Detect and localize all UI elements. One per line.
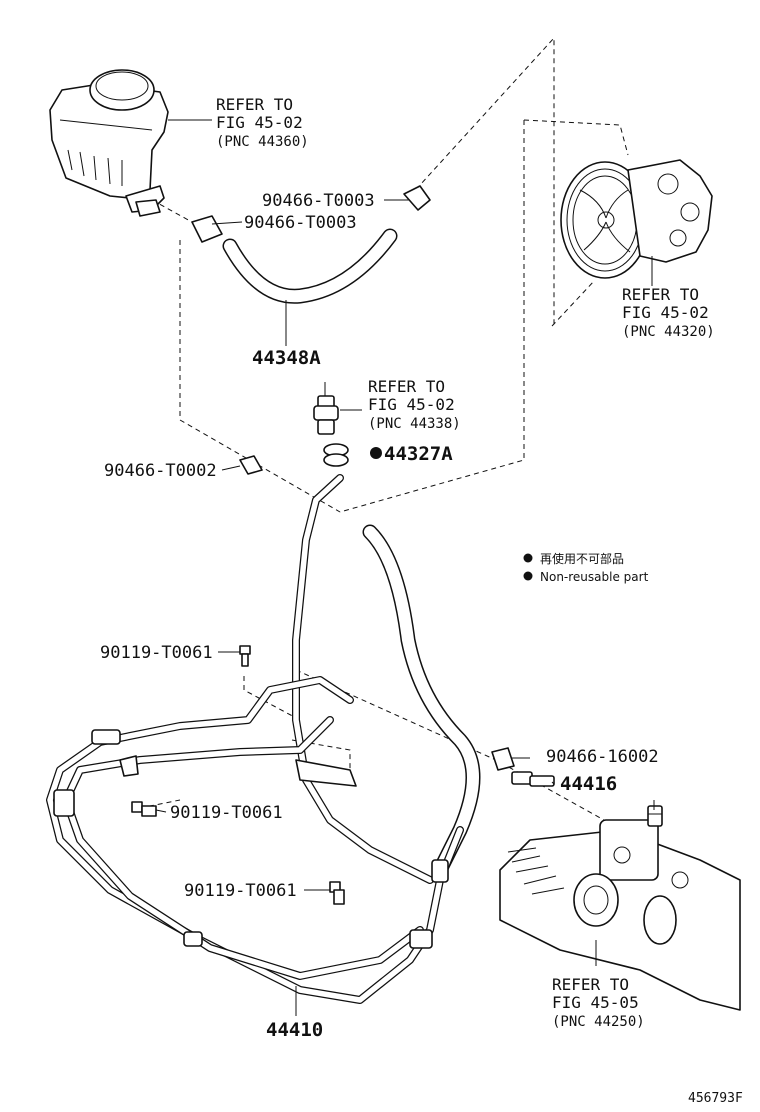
leader-lines	[155, 119, 653, 1016]
label-clamp-upper-left: 90466-T0003	[244, 213, 357, 233]
return-hose	[362, 524, 481, 878]
ref-gear-pnc: (PNC 44250)	[552, 1014, 645, 1030]
bolt-2	[131, 801, 157, 817]
label-bolt-1: 90119-T0061	[100, 643, 213, 663]
switch-illustration	[313, 382, 339, 435]
label-clamp-lower: 90466-16002	[546, 747, 659, 767]
ref-switch-pnc: (PNC 44338)	[368, 416, 461, 432]
ref-pump-line1: REFER TO	[622, 285, 699, 304]
ref-pump-pnc: (PNC 44320)	[622, 324, 715, 340]
gasket-illustration	[323, 443, 349, 467]
ref-switch-line1: REFER TO	[368, 377, 445, 396]
legend-dot-jp	[523, 553, 533, 563]
ref-reservoir-line1: REFER TO	[216, 95, 293, 114]
ref-reservoir-line2: FIG 45-02	[216, 113, 303, 132]
clamp-upper-left	[191, 215, 223, 243]
legend-dot-en	[523, 571, 533, 581]
ref-reservoir-pnc: (PNC 44360)	[216, 134, 309, 150]
ref-pump-line2: FIG 45-02	[622, 303, 709, 322]
clamp-upper-right	[403, 185, 431, 211]
pressure-hose	[292, 474, 434, 884]
clamp-mid	[239, 455, 263, 475]
tube-assembly	[46, 676, 464, 1004]
ref-gear-line2: FIG 45-05	[552, 993, 639, 1012]
ref-gear-line1: REFER TO	[552, 975, 629, 994]
label-gasket: 44327A	[384, 443, 453, 465]
label-tube-assembly: 44410	[266, 1019, 323, 1041]
label-clamp-upper-right: 90466-T0003	[262, 191, 375, 211]
label-clamp-mid: 90466-T0002	[104, 461, 217, 481]
steering-gear-illustration	[499, 800, 741, 1011]
bolt-1	[239, 645, 251, 667]
label-hose-suction: 44348A	[252, 347, 321, 369]
clamp-lower	[491, 747, 515, 771]
ref-switch-line2: FIG 45-02	[368, 395, 455, 414]
union-fitting	[511, 771, 555, 787]
non-reusable-marker	[370, 447, 382, 459]
legend-en: Non-reusable part	[540, 570, 649, 584]
suction-hose	[222, 228, 398, 304]
bolt-3	[329, 881, 345, 905]
label-bolt-3: 90119-T0061	[184, 881, 297, 901]
label-union: 44416	[560, 773, 617, 795]
legend-jp: 再使用不可部品	[540, 551, 624, 566]
diagram-id: 456793F	[688, 1091, 743, 1106]
label-bolt-2: 90119-T0061	[170, 803, 283, 823]
pump-illustration	[560, 159, 713, 279]
reservoir-illustration	[49, 69, 169, 217]
